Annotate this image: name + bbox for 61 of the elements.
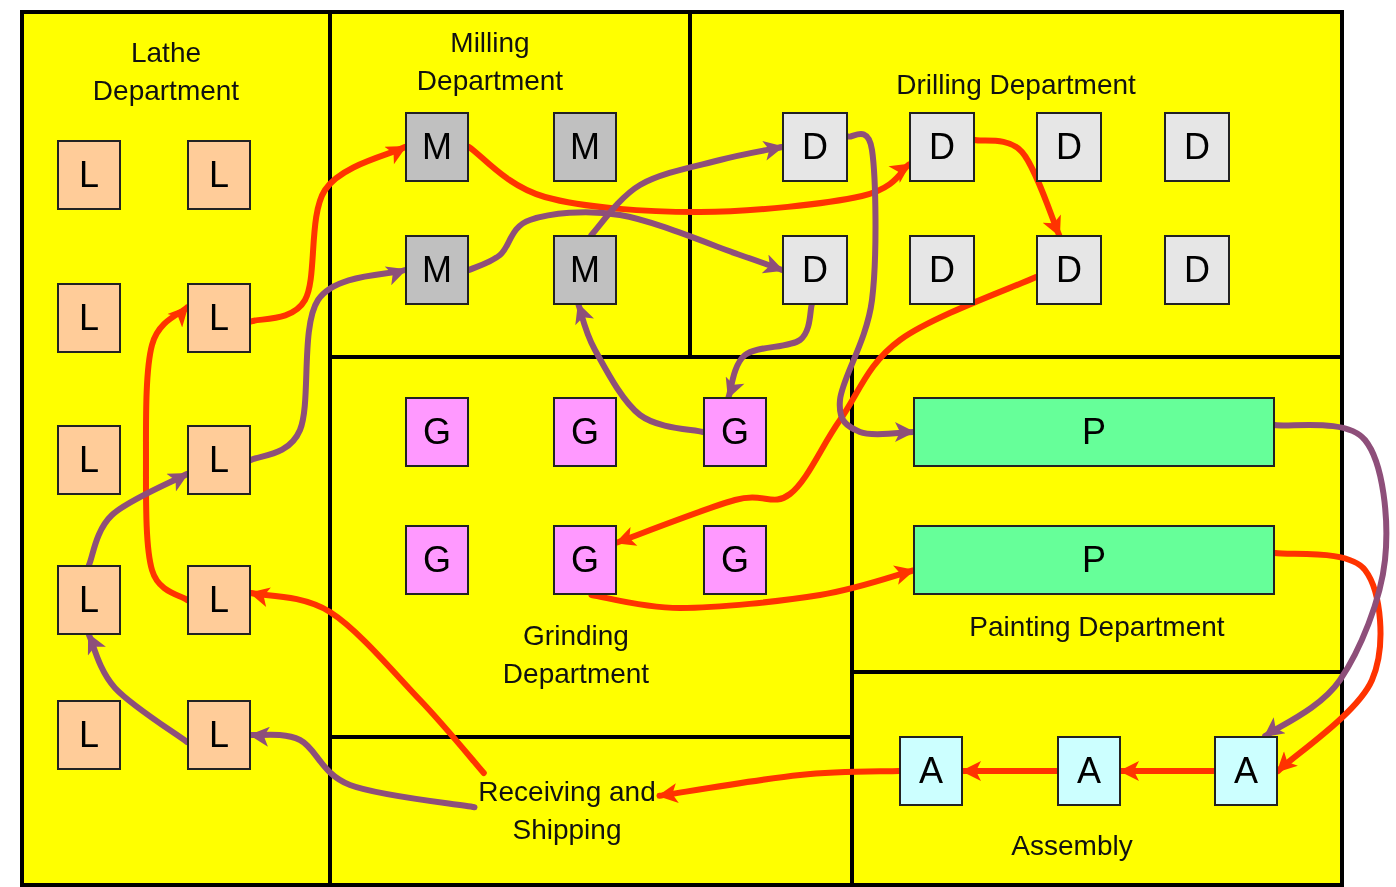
machine-box: G [553,397,617,467]
flow-arrow [248,144,408,325]
machine-box: M [405,235,469,305]
machine-box: P [913,525,1275,595]
department-title: Drilling Department [896,68,1136,102]
machine-box: L [57,565,121,635]
flow-arrow [1262,421,1390,739]
machine-box: M [553,112,617,182]
machine-box: G [703,397,767,467]
machine-box: L [187,565,251,635]
machine-box: A [1057,736,1121,806]
machine-box: L [187,700,251,770]
machine-box: G [405,397,469,467]
machine-box: D [1164,112,1230,182]
machine-box: D [1164,235,1230,305]
machine-box: L [187,283,251,353]
department-title: Grinding Department [501,619,651,691]
flow-arrow [724,302,815,400]
flow-arrow [656,768,902,803]
machine-box: G [553,525,617,595]
machine-box: D [909,112,975,182]
flow-arrow [588,565,916,611]
department-title: Painting Department [969,610,1225,644]
flow-arrow [248,586,487,776]
flow-arrow [466,144,912,215]
machine-box: L [57,140,121,210]
department-title: Lathe Department [91,36,241,108]
flow-arrow [1118,761,1217,781]
flow-arrow [960,761,1060,781]
flow-arrow [86,632,190,745]
flow-arrow [248,725,478,811]
flow-arrow [142,304,190,603]
flow-arrow [614,274,1039,546]
machine-box: G [703,525,767,595]
flow-arrow [972,137,1063,238]
flow-arrow [836,130,916,443]
department-title: Milling Department [415,26,565,98]
machine-box: G [405,525,469,595]
department-title: Assembly [1011,829,1133,863]
machine-box: M [553,235,617,305]
flow-arrow [466,209,785,274]
machine-box: D [782,112,848,182]
machine-box: L [187,425,251,495]
machine-box: M [405,112,469,182]
flow-arrow [248,264,408,463]
flow-arrow [1272,550,1384,774]
machine-box: L [187,140,251,210]
machine-box: D [909,235,975,305]
machine-box: L [57,425,121,495]
machine-box: D [1036,112,1102,182]
machine-box: D [782,235,848,305]
flow-arrow [588,140,785,238]
machine-box: L [57,700,121,770]
machine-box: L [57,283,121,353]
flow-arrow [574,302,706,435]
machine-box: D [1036,235,1102,305]
machine-box: A [1214,736,1278,806]
machine-box: P [913,397,1275,467]
department-title: Receiving and Shipping [477,775,657,847]
flow-arrow [86,471,190,568]
machine-box: A [899,736,963,806]
